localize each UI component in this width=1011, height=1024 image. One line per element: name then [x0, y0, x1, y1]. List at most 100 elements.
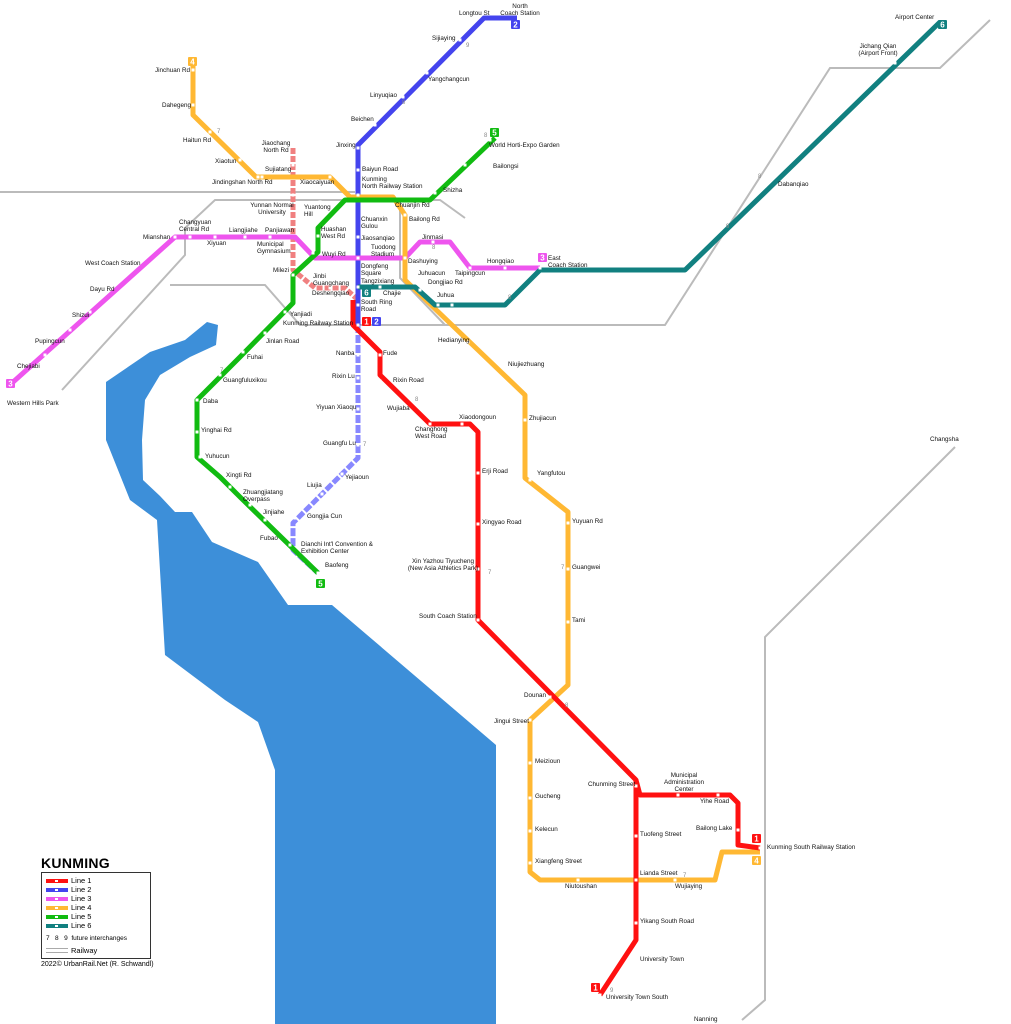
station-label[interactable]: Kunming South Railway Station: [767, 844, 856, 851]
station-label[interactable]: Liangjiahe: [229, 227, 258, 234]
station-label[interactable]: Airport Center: [895, 14, 934, 21]
station-label[interactable]: Jinlan Road: [266, 338, 300, 345]
station-label[interactable]: Jindingshan North Rd: [212, 179, 273, 186]
station-label[interactable]: Jiaosanqiao: [361, 235, 395, 242]
station-label[interactable]: Kelecun: [535, 826, 558, 833]
station-label[interactable]: World Horti-Expo Garden: [489, 142, 560, 149]
station-label[interactable]: Xingyao Road: [482, 519, 522, 526]
station-label[interactable]: Sijiaying: [432, 35, 456, 42]
station-label[interactable]: Niutoushan: [565, 883, 597, 890]
station-label[interactable]: Chejiabi: [17, 363, 40, 370]
station-label[interactable]: Guangfuluxikou: [223, 377, 267, 384]
station-label[interactable]: Taipingcun: [455, 270, 486, 277]
station-label[interactable]: Dahegeng: [162, 102, 192, 109]
station-label[interactable]: Jingui Street: [494, 718, 529, 725]
station-label[interactable]: Jinchuan Rd: [155, 67, 191, 74]
station-label[interactable]: Jichang Qian(Airport Front): [858, 43, 897, 57]
station-label[interactable]: Guangwei: [572, 564, 600, 571]
station-label[interactable]: Juhuacun: [418, 270, 446, 277]
station-label[interactable]: Chajie: [383, 290, 401, 297]
station-label[interactable]: Milezi: [273, 267, 289, 274]
station-label[interactable]: Bailong Rd: [409, 216, 440, 223]
station-label[interactable]: Dabanqiao: [778, 181, 809, 188]
station-label[interactable]: Wujiaba: [387, 405, 410, 412]
station-label[interactable]: Chunming Street: [588, 781, 636, 788]
station-label[interactable]: Yikang South Road: [640, 918, 695, 925]
station-label[interactable]: Yangchangcun: [428, 76, 470, 83]
station-label[interactable]: Daba: [203, 398, 219, 405]
station-label[interactable]: Nanning: [694, 1016, 718, 1023]
station-label[interactable]: Hedianying: [438, 337, 470, 344]
station-label[interactable]: Rixin Road: [393, 377, 424, 384]
station-label[interactable]: Yuhucun: [205, 453, 230, 460]
station-label[interactable]: Meizioun: [535, 758, 561, 765]
station-label[interactable]: Changsha: [930, 436, 959, 443]
station-label[interactable]: Yuyuan Rd: [572, 518, 603, 525]
station-label[interactable]: Tami: [572, 617, 585, 624]
station-label[interactable]: Deshengqiao: [312, 290, 350, 297]
station-label[interactable]: Nanba: [336, 350, 355, 357]
station-label[interactable]: Longtou St: [459, 10, 490, 17]
station-label[interactable]: Erji Road: [482, 468, 508, 475]
station-label[interactable]: Jinjiahe: [263, 509, 285, 516]
station-label[interactable]: Baofeng: [325, 562, 349, 569]
station-label[interactable]: Yinghai Rd: [201, 427, 232, 434]
station-label[interactable]: Gucheng: [535, 793, 561, 800]
station-label[interactable]: Jinxing: [336, 142, 356, 149]
station-label[interactable]: Wuyi Rd: [322, 251, 346, 258]
station-label[interactable]: Pupingcun: [35, 338, 65, 345]
station-label[interactable]: Yanjiadi: [290, 311, 312, 318]
station-label[interactable]: Tangzixiang: [361, 278, 395, 285]
station-label[interactable]: Dongjiao Rd: [428, 279, 463, 286]
station-label[interactable]: Xiaotun: [215, 158, 237, 165]
station-label[interactable]: Baiyun Road: [362, 166, 399, 173]
station-label[interactable]: Tuofeng Street: [640, 831, 682, 838]
station-label[interactable]: Wujiaying: [675, 883, 703, 890]
station-label[interactable]: Zhujiacun: [529, 415, 557, 422]
station-label[interactable]: Bailongsi: [493, 163, 519, 170]
station-label[interactable]: Fuhai: [247, 354, 263, 361]
station-label[interactable]: Niujiezhuang: [508, 361, 545, 368]
station-label[interactable]: Liujia: [307, 482, 322, 489]
station-label[interactable]: Kunming Railway Station: [283, 320, 353, 327]
station-label[interactable]: South Coach Station: [419, 613, 477, 620]
station-label[interactable]: Hongqiao: [487, 258, 514, 265]
station-label[interactable]: Shizui: [72, 312, 89, 319]
station-label[interactable]: Xiaocaiyuan: [300, 179, 335, 186]
station-label[interactable]: Sujiatang: [265, 166, 292, 173]
station-label[interactable]: Yangfutou: [537, 470, 566, 477]
station-label[interactable]: Guangfu Lu: [323, 440, 356, 447]
station-label[interactable]: Yiyuan Xiaoqu: [316, 404, 357, 411]
station-label[interactable]: University Town: [640, 956, 684, 963]
station-label[interactable]: Gongjia Cun: [307, 513, 343, 520]
station-label[interactable]: Juhua: [437, 292, 455, 299]
station-label[interactable]: Xiyuan: [207, 240, 227, 247]
station-label[interactable]: Dayu Rd: [90, 286, 115, 293]
station-label[interactable]: Yejiaoun: [345, 474, 369, 481]
station-label[interactable]: Yihe Road: [700, 798, 730, 805]
station-label[interactable]: Dounan: [524, 692, 547, 699]
station-label[interactable]: Panjiawan: [265, 227, 295, 234]
station-label[interactable]: Dashuying: [408, 258, 438, 265]
station-label[interactable]: Linyuqiao: [370, 92, 397, 99]
station-label[interactable]: Xiangfeng Street: [535, 858, 582, 865]
station-label[interactable]: Fubao: [260, 535, 278, 542]
station-label[interactable]: Western Hills Park: [7, 400, 60, 407]
station-label[interactable]: Mianshan: [143, 234, 171, 241]
station-label[interactable]: Dianchi Int'l Convention &Exhibition Cen…: [301, 541, 374, 555]
station-label[interactable]: Rixin Lu: [332, 373, 355, 380]
station-label[interactable]: Fude: [383, 350, 398, 357]
